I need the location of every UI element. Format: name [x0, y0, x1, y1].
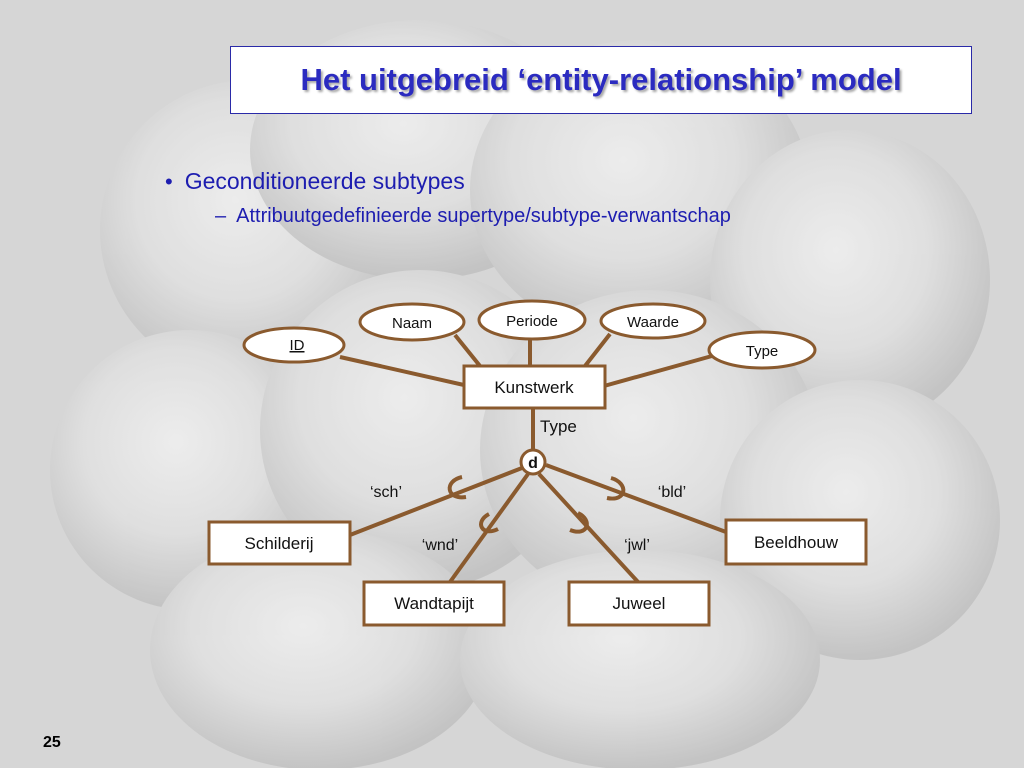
slide-title: Het uitgebreid ‘entity-relationship’ mod…	[300, 62, 902, 97]
wandtapijt-connector	[448, 472, 530, 584]
attribute-type-label: Type	[746, 343, 779, 360]
entity-kunstwerk	[462, 364, 607, 410]
condition-jwl: ‘jwl’	[624, 537, 650, 554]
condition-sch: ‘sch’	[370, 484, 402, 501]
attribute-id	[242, 326, 346, 364]
title-box: Het uitgebreid ‘entity-relationship’ mod…	[230, 46, 972, 114]
attribute-periode	[477, 299, 587, 341]
bullet-item: • Geconditioneerde subtypes	[165, 168, 731, 195]
discriminator-label: Type	[540, 417, 577, 436]
attribute-periode-label: Periode	[506, 313, 558, 330]
entity-kunstwerk-label: Kunstwerk	[494, 378, 574, 397]
entity-wandtapijt-label: Wandtapijt	[394, 594, 474, 613]
sub-bullet-text: Attribuutgedefinieerde supertype/subtype…	[236, 205, 731, 227]
schilderij-connector	[349, 466, 523, 537]
attribute-waarde	[599, 302, 707, 340]
dash-icon: –	[215, 205, 227, 227]
entity-juweel	[567, 580, 711, 627]
naam-connector	[453, 333, 482, 368]
page-number: 25	[43, 734, 61, 751]
subset-symbol-bld	[606, 476, 626, 501]
bullet-dot-icon: •	[165, 168, 173, 194]
disjoint-symbol: d	[528, 455, 538, 472]
subset-symbol-sch	[447, 475, 467, 500]
juweel-connector	[537, 472, 640, 584]
connector-lines	[339, 332, 727, 584]
bullet-list: • Geconditioneerde subtypes – Attribuutg…	[165, 168, 731, 228]
subset-symbol-jwl	[569, 511, 589, 534]
type-connector	[603, 354, 713, 388]
entity-juweel-label: Juweel	[613, 594, 666, 613]
entity-beeldhouw-label: Beeldhouw	[754, 533, 839, 552]
attribute-naam-label: Naam	[392, 315, 432, 332]
sub-bullet-item: – Attribuutgedefinieerde supertype/subty…	[215, 205, 731, 228]
attribute-naam	[358, 302, 466, 342]
entity-wandtapijt	[362, 580, 506, 627]
id-connector	[339, 355, 465, 387]
attribute-type	[707, 330, 817, 370]
entity-beeldhouw	[724, 518, 868, 566]
disjoint-circle	[519, 448, 547, 476]
bullet-text: Geconditioneerde subtypes	[184, 168, 465, 194]
condition-wnd: ‘wnd’	[422, 537, 458, 554]
entity-schilderij-label: Schilderij	[245, 534, 314, 553]
condition-bld: ‘bld’	[658, 484, 686, 501]
attribute-id-label: ID	[290, 337, 305, 354]
attribute-waarde-label: Waarde	[627, 314, 679, 331]
beeldhouw-connector	[545, 463, 727, 534]
entity-schilderij	[207, 520, 352, 566]
subset-symbol-wnd	[479, 512, 499, 534]
waarde-connector	[583, 332, 612, 368]
